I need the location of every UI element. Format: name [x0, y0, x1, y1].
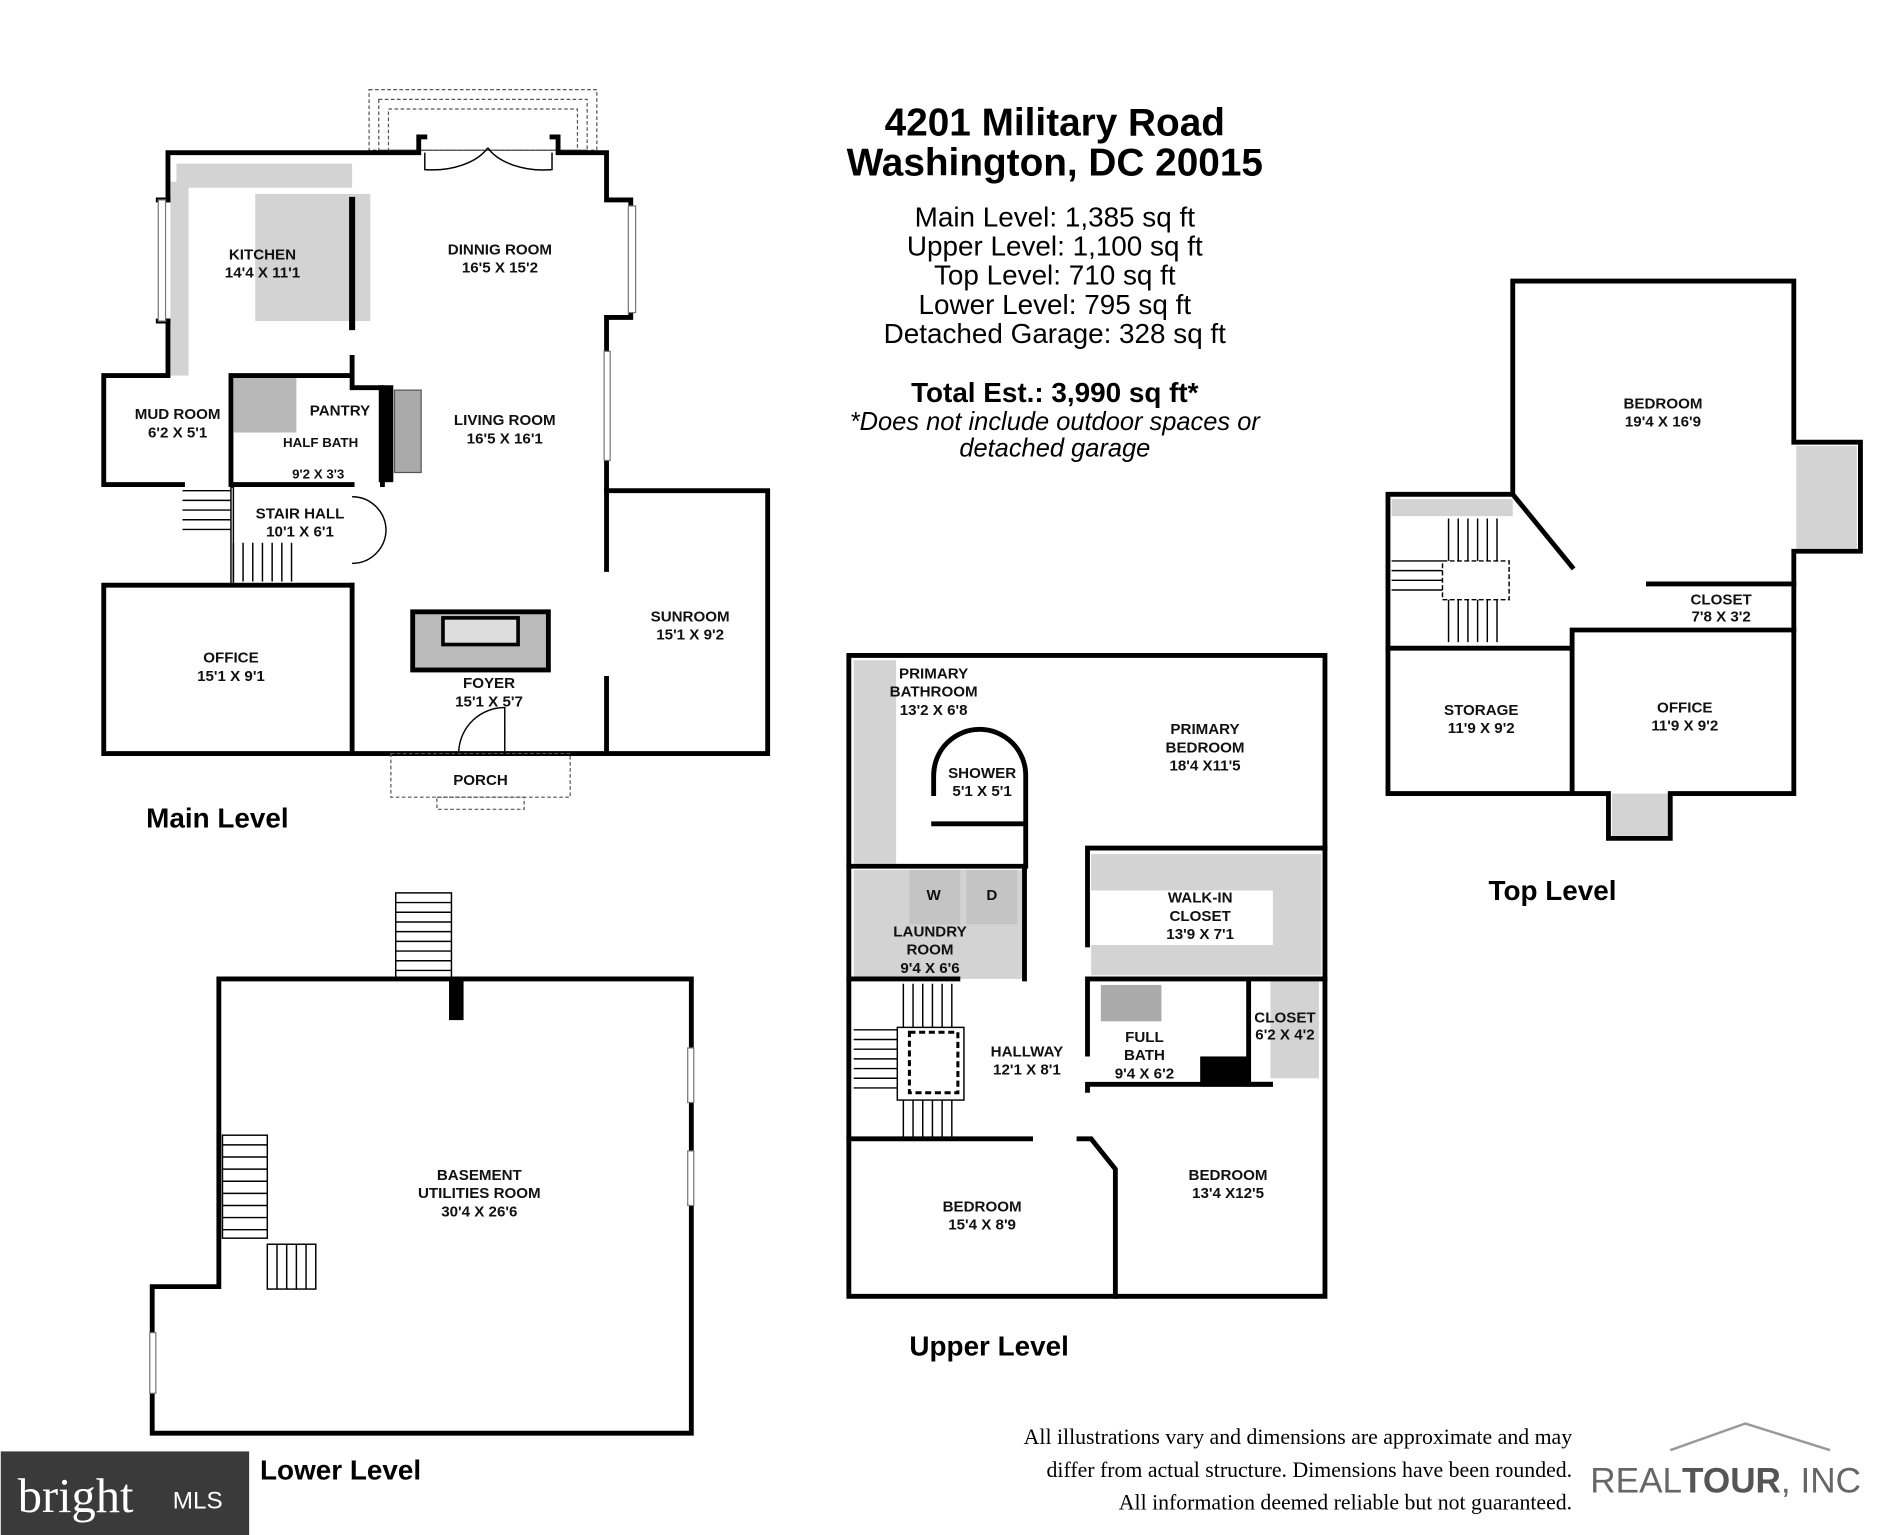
room-office-dim: 15'1 X 9'1	[197, 668, 265, 685]
room-kitchen: KITCHEN	[229, 246, 296, 263]
area-garage: Detached Garage: 328 sq ft	[884, 318, 1227, 349]
total-area: Total Est.: 3,990 sq ft*	[911, 377, 1199, 408]
room-primary-bath-dim: 13'2 X 6'8	[900, 702, 968, 719]
top-level-label: Top Level	[1489, 875, 1617, 906]
room-foyer: FOYER	[463, 675, 515, 692]
room-bedroom-2: BEDROOM	[943, 1199, 1022, 1216]
room-primary-bedroom: PRIMARY	[1170, 721, 1239, 738]
room-primary-bath-name2: BATHROOM	[890, 684, 978, 701]
washer-label: W	[927, 887, 942, 904]
room-stair-hall-dim: 10'1 X 6'1	[266, 524, 334, 541]
room-dining: DINNIG ROOM	[448, 241, 552, 258]
svg-text:REALTOUR, INC: REALTOUR, INC	[1590, 1462, 1861, 1501]
disclaimer-line-2: differ from actual structure. Dimensions…	[1047, 1458, 1573, 1482]
disclaimer-line-1: All illustrations vary and dimensions ar…	[1024, 1425, 1573, 1449]
main-level-label: Main Level	[146, 802, 288, 833]
room-basement-dim: 30'4 X 26'6	[441, 1203, 517, 1220]
room-bedroom-3: BEDROOM	[1189, 1167, 1268, 1184]
room-primary-bedroom-name2: BEDROOM	[1166, 739, 1245, 756]
room-full-bath: FULL	[1125, 1029, 1164, 1046]
realtour-logo: REALTOUR, INC	[1590, 1422, 1861, 1501]
room-full-bath-dim: 9'4 X 6'2	[1115, 1065, 1174, 1082]
room-laundry-dim: 9'4 X 6'6	[900, 960, 959, 977]
area-upper: Upper Level: 1,100 sq ft	[907, 231, 1203, 262]
room-top-closet: CLOSET	[1690, 592, 1752, 609]
room-top-office: OFFICE	[1657, 699, 1712, 716]
room-walkin-name2: CLOSET	[1170, 908, 1232, 925]
disclaimer: All illustrations vary and dimensions ar…	[1024, 1425, 1573, 1514]
room-half-bath-dim: 9'2 X 3'3	[292, 467, 344, 482]
room-mud-dim: 6'2 X 5'1	[148, 424, 207, 441]
room-laundry: LAUNDRY	[893, 924, 966, 941]
main-level-plan: KITCHEN 14'4 X 11'1 DINNIG ROOM 16'5 X 1…	[101, 89, 771, 833]
room-walkin: WALK-IN	[1168, 890, 1233, 907]
room-walkin-dim: 13'9 X 7'1	[1166, 926, 1234, 943]
room-primary-bedroom-dim: 18'4 X11'5	[1169, 758, 1240, 775]
lower-level-plan: BASEMENT UTILITIES ROOM 30'4 X 26'6	[149, 892, 695, 1436]
room-pantry: PANTRY	[310, 403, 371, 420]
room-shower: SHOWER	[948, 765, 1016, 782]
room-kitchen-dim: 14'4 X 11'1	[225, 264, 300, 281]
room-living: LIVING ROOM	[454, 412, 556, 429]
room-hallway-dim: 12'1 X 8'1	[993, 1062, 1061, 1079]
room-half-bath: HALF BATH	[283, 435, 358, 450]
top-level-plan: BEDROOM 19'4 X 16'9 CLOSET 7'8 X 3'2 STO…	[1385, 278, 1863, 906]
room-closet: CLOSET	[1254, 1010, 1316, 1027]
room-porch: PORCH	[453, 772, 508, 789]
room-storage-dim: 11'9 X 9'2	[1448, 720, 1515, 737]
room-hallway: HALLWAY	[991, 1043, 1064, 1060]
note-line-2: detached garage	[959, 435, 1150, 463]
area-main: Main Level: 1,385 sq ft	[915, 202, 1196, 233]
disclaimer-line-3: All information deemed reliable but not …	[1119, 1491, 1572, 1515]
room-top-closet-dim: 7'8 X 3'2	[1691, 609, 1750, 626]
room-storage: STORAGE	[1444, 702, 1519, 719]
room-full-bath-name2: BATH	[1124, 1047, 1165, 1064]
note-line-1: *Does not include outdoor spaces or	[850, 408, 1262, 436]
room-primary-bath: PRIMARY	[899, 665, 968, 682]
address-line-1: 4201 Military Road	[885, 102, 1225, 145]
area-top: Top Level: 710 sq ft	[934, 260, 1176, 291]
address-line-2: Washington, DC 20015	[847, 142, 1263, 185]
room-closet-dim: 6'2 X 4'2	[1255, 1026, 1314, 1043]
room-laundry-name2: ROOM	[906, 942, 953, 959]
lower-level-label: Lower Level	[260, 1454, 421, 1485]
dryer-label: D	[986, 887, 997, 904]
area-lower: Lower Level: 795 sq ft	[919, 289, 1192, 320]
room-sunroom-dim: 15'1 X 9'2	[656, 627, 724, 644]
room-bedroom-3-dim: 13'4 X12'5	[1192, 1185, 1264, 1202]
svg-text:bright: bright	[18, 1470, 134, 1523]
room-office: OFFICE	[203, 650, 258, 667]
room-shower-dim: 5'1 X 5'1	[952, 783, 1011, 800]
room-living-dim: 16'5 X 16'1	[467, 430, 543, 447]
bright-mls-logo: bright MLS	[0, 1451, 250, 1535]
room-dining-dim: 16'5 X 15'2	[462, 260, 538, 277]
property-header: 4201 Military Road Washington, DC 20015 …	[847, 102, 1263, 463]
room-stair-hall: STAIR HALL	[256, 506, 345, 523]
room-foyer-dim: 15'1 X 5'7	[455, 693, 523, 710]
room-basement-name2: UTILITIES ROOM	[418, 1185, 541, 1202]
room-top-bedroom: BEDROOM	[1623, 395, 1702, 412]
upper-level-label: Upper Level	[909, 1331, 1068, 1362]
room-top-office-dim: 11'9 X 9'2	[1651, 718, 1718, 735]
room-sunroom: SUNROOM	[651, 609, 730, 626]
room-mud: MUD ROOM	[135, 406, 221, 423]
room-top-bedroom-dim: 19'4 X 16'9	[1625, 413, 1701, 430]
svg-text:MLS: MLS	[173, 1487, 223, 1514]
upper-level-plan: W D PRIMARY BATHROOM 13'2 X 6'8 SHOWER 5…	[846, 653, 1328, 1362]
room-bedroom-2-dim: 15'4 X 8'9	[948, 1217, 1016, 1234]
room-basement: BASEMENT	[437, 1167, 523, 1184]
